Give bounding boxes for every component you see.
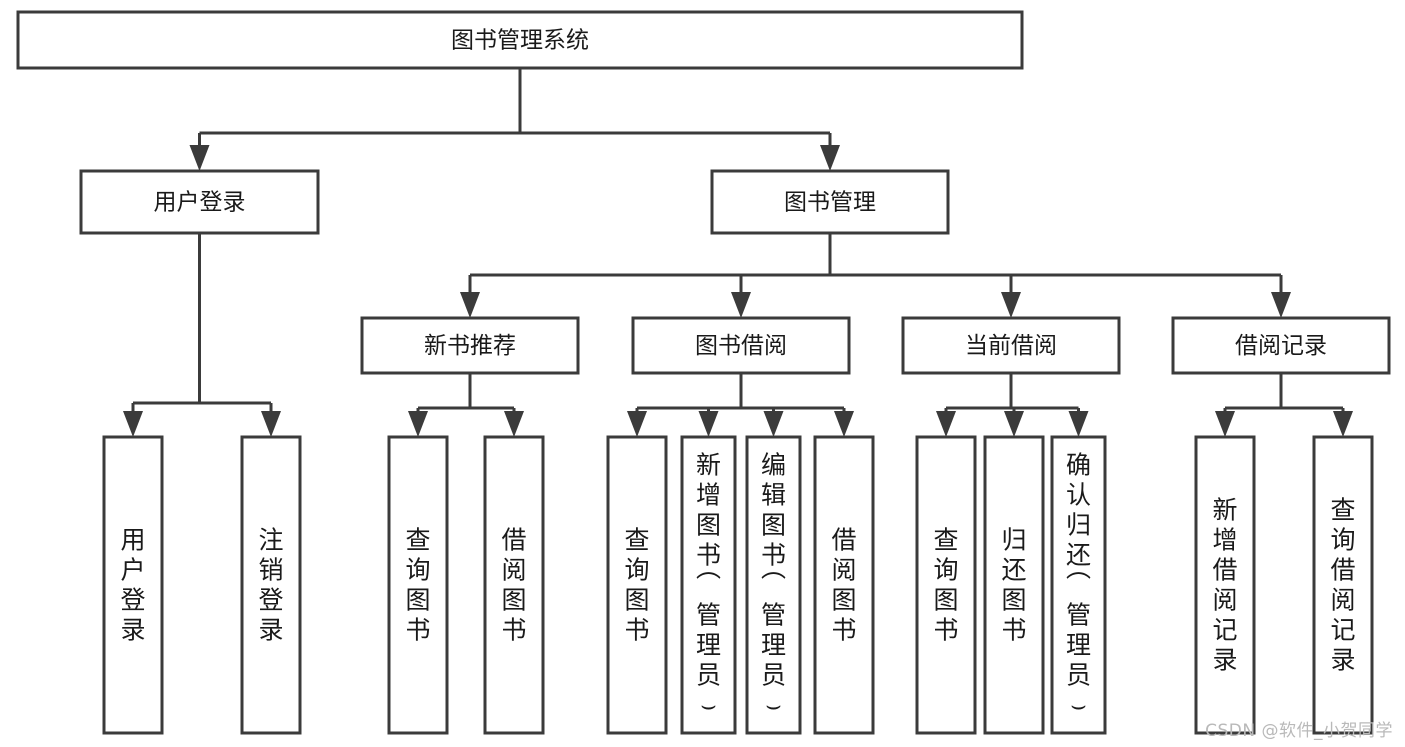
arrow-head-leaf-cur-confirm	[1068, 411, 1089, 437]
node-label-leaf-user-logout: 注销登录	[258, 525, 283, 644]
arrow-head-borrow-record	[1271, 292, 1291, 318]
edge-layer	[123, 68, 1353, 437]
arrow-head-current-borrow	[1001, 292, 1021, 318]
arrow-head-leaf-user-login	[123, 411, 143, 437]
node-leaf-rec-search[interactable]: 查询借阅记录	[1312, 435, 1374, 735]
node-book-borrow[interactable]: 图书借阅	[631, 316, 851, 375]
node-box-new-book-rec	[360, 316, 580, 375]
node-root[interactable]: 图书管理系统	[16, 10, 1024, 70]
node-label-root: 图书管理系统	[451, 28, 589, 54]
node-box-current-borrow	[901, 316, 1121, 375]
node-box-leaf-cur-query	[915, 435, 977, 735]
node-box-leaf-rec-borrow	[483, 435, 545, 735]
arrow-head-leaf-cur-query	[936, 411, 956, 437]
node-label-leaf-borrow-edit: 编辑图书⌒管理员⌣	[761, 450, 786, 719]
node-borrow-record[interactable]: 借阅记录	[1171, 316, 1391, 375]
node-box-root	[16, 10, 1024, 70]
node-user-login[interactable]: 用户登录	[79, 169, 320, 235]
node-box-leaf-borrow-do	[813, 435, 875, 735]
node-box-book-borrow	[631, 316, 851, 375]
arrow-head-leaf-borrow-edit	[763, 411, 784, 437]
node-leaf-user-login[interactable]: 用户登录	[102, 435, 164, 735]
node-layer: 图书管理系统用户登录图书管理新书推荐图书借阅当前借阅借阅记录用户登录注销登录查询…	[16, 10, 1391, 735]
node-label-leaf-cur-return: 归还图书	[1001, 525, 1026, 644]
node-box-leaf-cur-confirm	[1050, 435, 1107, 735]
node-leaf-cur-confirm[interactable]: 确认归还⌒管理员⌣	[1050, 435, 1107, 735]
node-label-book-manage: 图书管理	[784, 190, 876, 216]
arrow-head-leaf-rec-query	[408, 411, 428, 437]
node-label-new-book-rec: 新书推荐	[424, 333, 516, 359]
node-label-leaf-rec-borrow: 借阅图书	[501, 525, 526, 644]
node-leaf-cur-query[interactable]: 查询图书	[915, 435, 977, 735]
node-box-leaf-borrow-add	[680, 435, 737, 735]
arrow-head-user-login	[189, 145, 210, 171]
arrow-head-leaf-cur-return	[1004, 411, 1024, 437]
node-box-leaf-user-login	[102, 435, 164, 735]
node-current-borrow[interactable]: 当前借阅	[901, 316, 1121, 375]
node-label-borrow-record: 借阅记录	[1235, 333, 1327, 359]
arrow-head-leaf-rec-search	[1333, 411, 1353, 437]
node-box-leaf-user-logout	[240, 435, 302, 735]
node-leaf-borrow-add[interactable]: 新增图书⌒管理员⌣	[680, 435, 737, 735]
node-leaf-user-logout[interactable]: 注销登录	[240, 435, 302, 735]
node-box-leaf-rec-query	[387, 435, 449, 735]
node-label-user-login: 用户登录	[154, 190, 246, 216]
node-label-book-borrow: 图书借阅	[695, 333, 787, 359]
node-box-user-login	[79, 169, 320, 235]
node-leaf-rec-query[interactable]: 查询图书	[387, 435, 449, 735]
node-label-leaf-rec-query: 查询图书	[405, 525, 430, 644]
arrow-head-book-borrow	[731, 292, 751, 318]
arrow-head-leaf-rec-add	[1215, 411, 1235, 437]
arrow-head-leaf-borrow-query	[627, 411, 647, 437]
node-label-current-borrow: 当前借阅	[965, 333, 1057, 359]
node-label-leaf-borrow-add: 新增图书⌒管理员⌣	[696, 450, 721, 719]
node-label-leaf-cur-query: 查询图书	[933, 525, 958, 644]
arrow-head-leaf-borrow-do	[834, 411, 854, 437]
node-label-leaf-borrow-query: 查询图书	[624, 525, 649, 644]
node-label-leaf-cur-confirm: 确认归还⌒管理员⌣	[1066, 450, 1091, 719]
node-box-borrow-record	[1171, 316, 1391, 375]
arrow-head-leaf-rec-borrow	[504, 411, 524, 437]
node-box-leaf-cur-return	[983, 435, 1045, 735]
node-label-leaf-rec-add: 新增借阅记录	[1212, 495, 1237, 674]
arrow-head-new-book-rec	[460, 292, 480, 318]
node-leaf-rec-add[interactable]: 新增借阅记录	[1194, 435, 1256, 735]
node-label-leaf-rec-search: 查询借阅记录	[1330, 495, 1355, 674]
node-label-leaf-user-login: 用户登录	[120, 525, 145, 644]
node-leaf-borrow-do[interactable]: 借阅图书	[813, 435, 875, 735]
node-box-leaf-rec-search	[1312, 435, 1374, 735]
node-box-leaf-borrow-edit	[745, 435, 802, 735]
node-leaf-cur-return[interactable]: 归还图书	[983, 435, 1045, 735]
node-box-leaf-borrow-query	[606, 435, 668, 735]
watermark-label: CSDN @软件_小贺同学	[1205, 721, 1393, 741]
node-box-book-manage	[710, 169, 950, 235]
node-leaf-rec-borrow[interactable]: 借阅图书	[483, 435, 545, 735]
arrow-head-book-manage	[820, 145, 840, 171]
node-book-manage[interactable]: 图书管理	[710, 169, 950, 235]
node-box-leaf-rec-add	[1194, 435, 1256, 735]
node-leaf-borrow-edit[interactable]: 编辑图书⌒管理员⌣	[745, 435, 802, 735]
node-leaf-borrow-query[interactable]: 查询图书	[606, 435, 668, 735]
node-new-book-rec[interactable]: 新书推荐	[360, 316, 580, 375]
arrow-head-leaf-borrow-add	[698, 411, 719, 437]
arrow-head-leaf-user-logout	[261, 411, 281, 437]
node-label-leaf-borrow-do: 借阅图书	[831, 525, 856, 644]
